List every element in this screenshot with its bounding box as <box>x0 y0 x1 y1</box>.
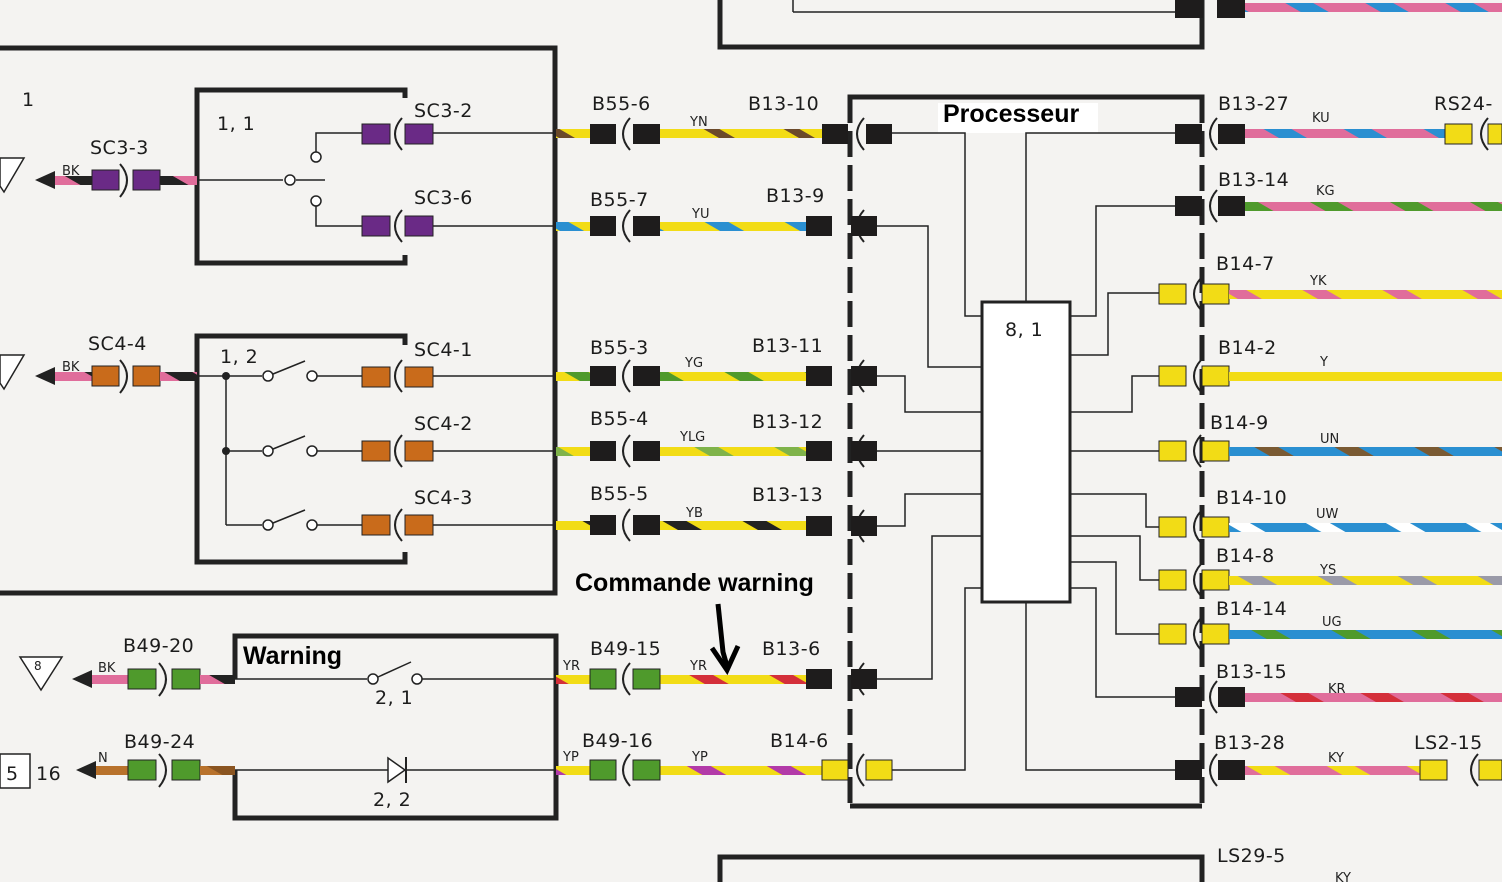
pin-label-sc3-2: SC3-2 <box>414 100 473 122</box>
b55-connectors: B55-6 B55-7 B55-3 B55-4 B55-5 B49-15 B49… <box>582 93 661 787</box>
processor-right-connectors: B13-27 KU RS24- B13-14 KG B14-7 YK B14-2… <box>1158 93 1502 787</box>
connector-label-b13-13: B13-13 <box>752 484 823 506</box>
connector-label-b49-16: B49-16 <box>582 730 653 752</box>
wire-label-bk-1: BK <box>62 164 80 179</box>
connector-label-b49-15: B49-15 <box>590 638 661 660</box>
connector-label-b13-10: B13-10 <box>748 93 819 115</box>
connector-label-b14-7: B14-7 <box>1216 253 1275 275</box>
connector-label-b13-15: B13-15 <box>1216 661 1287 683</box>
connector-label-b55-3: B55-3 <box>590 337 649 359</box>
wire-label-ku: KU <box>1312 111 1330 126</box>
connector-label-b13-14: B13-14 <box>1218 169 1289 191</box>
pin-label-sc4-1: SC4-1 <box>414 339 473 361</box>
left-ground-wires: BK SC3-3 BK SC4-4 <box>0 137 197 394</box>
processor-output-traces <box>1025 132 1175 771</box>
pin-label-sc4-2: SC4-2 <box>414 413 473 435</box>
switch-label-1-1: 1, 1 <box>217 113 255 135</box>
wire-label-yp-right: YP <box>691 750 708 765</box>
connector-label-rs24: RS24- <box>1434 93 1493 115</box>
bottom-partial-box: LS29-5 KY <box>717 845 1351 882</box>
wire-label-ky-bottom: KY <box>1335 871 1351 882</box>
wire-label-ky: KY <box>1328 751 1344 766</box>
switch-label-1-2: 1, 2 <box>220 346 258 368</box>
connector-label-b13-12: B13-12 <box>752 411 823 433</box>
wire-label-yk: YK <box>1309 274 1327 289</box>
ground-label-8: 8 <box>34 659 42 673</box>
connector-label-b13-6: B13-6 <box>762 638 821 660</box>
wire-label-un: UN <box>1320 432 1339 447</box>
connector-label-b13-11: B13-11 <box>752 335 823 357</box>
wire-label-ug: UG <box>1322 615 1342 630</box>
processor-title: Processeur <box>943 100 1079 128</box>
wire-label-kg: KG <box>1316 184 1335 199</box>
connector-label-b55-5: B55-5 <box>590 483 649 505</box>
connector-label-b55-4: B55-4 <box>590 408 649 430</box>
switch-1-2: 1, 2 <box>194 333 408 565</box>
pin-label-sc4-3: SC4-3 <box>414 487 473 509</box>
wire-label-yr-right: YR <box>689 659 707 674</box>
wire-label-yu: YU <box>691 207 709 222</box>
wire-label-y: Y <box>1319 355 1328 370</box>
warning-block: Warning 2, 1 2, 2 <box>232 633 559 821</box>
warning-left-wires: 8 BK B49-20 5 16 N B49-24 <box>0 635 235 789</box>
wire-label-n: N <box>98 751 108 766</box>
ref-label-5: 5 <box>6 763 19 785</box>
wire-label-ys: YS <box>1319 563 1336 578</box>
connector-label-b14-2: B14-2 <box>1218 337 1277 359</box>
block-1: 1 <box>0 45 558 596</box>
middle-wiring: YN YU YG YLG YB YR YR YP YP <box>433 115 822 775</box>
wire-label-yb: YB <box>685 506 703 521</box>
connector-label-b49-24: B49-24 <box>124 731 195 753</box>
command-warning-annotation: Commande warning <box>575 569 814 676</box>
connector-label-b13-9: B13-9 <box>766 185 825 207</box>
processor-id: 8, 1 <box>1005 319 1043 341</box>
wire-label-yg: YG <box>684 356 703 371</box>
connector-label-ls29-5: LS29-5 <box>1217 845 1286 867</box>
pin-label-sc3-6: SC3-6 <box>414 187 473 209</box>
connector-label-b14-6: B14-6 <box>770 730 829 752</box>
connector-label-ls2-15: LS2-15 <box>1414 732 1483 754</box>
connector-label-b55-7: B55-7 <box>590 189 649 211</box>
connector-label-b13-27: B13-27 <box>1218 93 1289 115</box>
wire-label-bk-2: BK <box>62 360 80 375</box>
wire-label-uw: UW <box>1316 507 1339 522</box>
switch-label-2-1: 2, 1 <box>375 687 413 709</box>
processor-left-connectors: B13-10 B13-9 B13-11 B13-12 B13-13 B13-6 … <box>748 93 893 787</box>
wire-label-yr-left: YR <box>562 659 580 674</box>
connector-label-b14-10: B14-10 <box>1216 487 1287 509</box>
connector-label-b14-8: B14-8 <box>1216 545 1275 567</box>
connector-label-sc3-3: SC3-3 <box>90 137 149 159</box>
connector-label-b55-6: B55-6 <box>592 93 651 115</box>
diode-label-2-2: 2, 2 <box>373 789 411 811</box>
wire-label-yp-left: YP <box>562 750 579 765</box>
switch-pin-connectors: SC3-2 SC3-6 SC4-1 SC4-2 SC4-3 <box>361 100 473 542</box>
top-partial-box <box>717 0 1502 50</box>
processor-input-traces <box>877 132 982 771</box>
warning-title: Warning <box>243 642 342 670</box>
connector-label-b14-9: B14-9 <box>1210 412 1269 434</box>
connector-label-sc4-4: SC4-4 <box>88 333 147 355</box>
block-number: 1 <box>22 89 35 111</box>
connector-label-b49-20: B49-20 <box>123 635 194 657</box>
connector-label-b13-28: B13-28 <box>1214 732 1285 754</box>
ref-label-16: 16 <box>36 763 61 785</box>
command-warning-label: Commande warning <box>575 569 814 597</box>
wire-label-kr: KR <box>1328 682 1346 697</box>
wire-label-yn: YN <box>689 115 708 130</box>
wire-label-bk-3: BK <box>98 661 116 676</box>
connector-label-b14-14: B14-14 <box>1216 598 1287 620</box>
switch-1-1: 1, 1 <box>194 87 408 266</box>
wire-label-ylg: YLG <box>679 430 705 445</box>
